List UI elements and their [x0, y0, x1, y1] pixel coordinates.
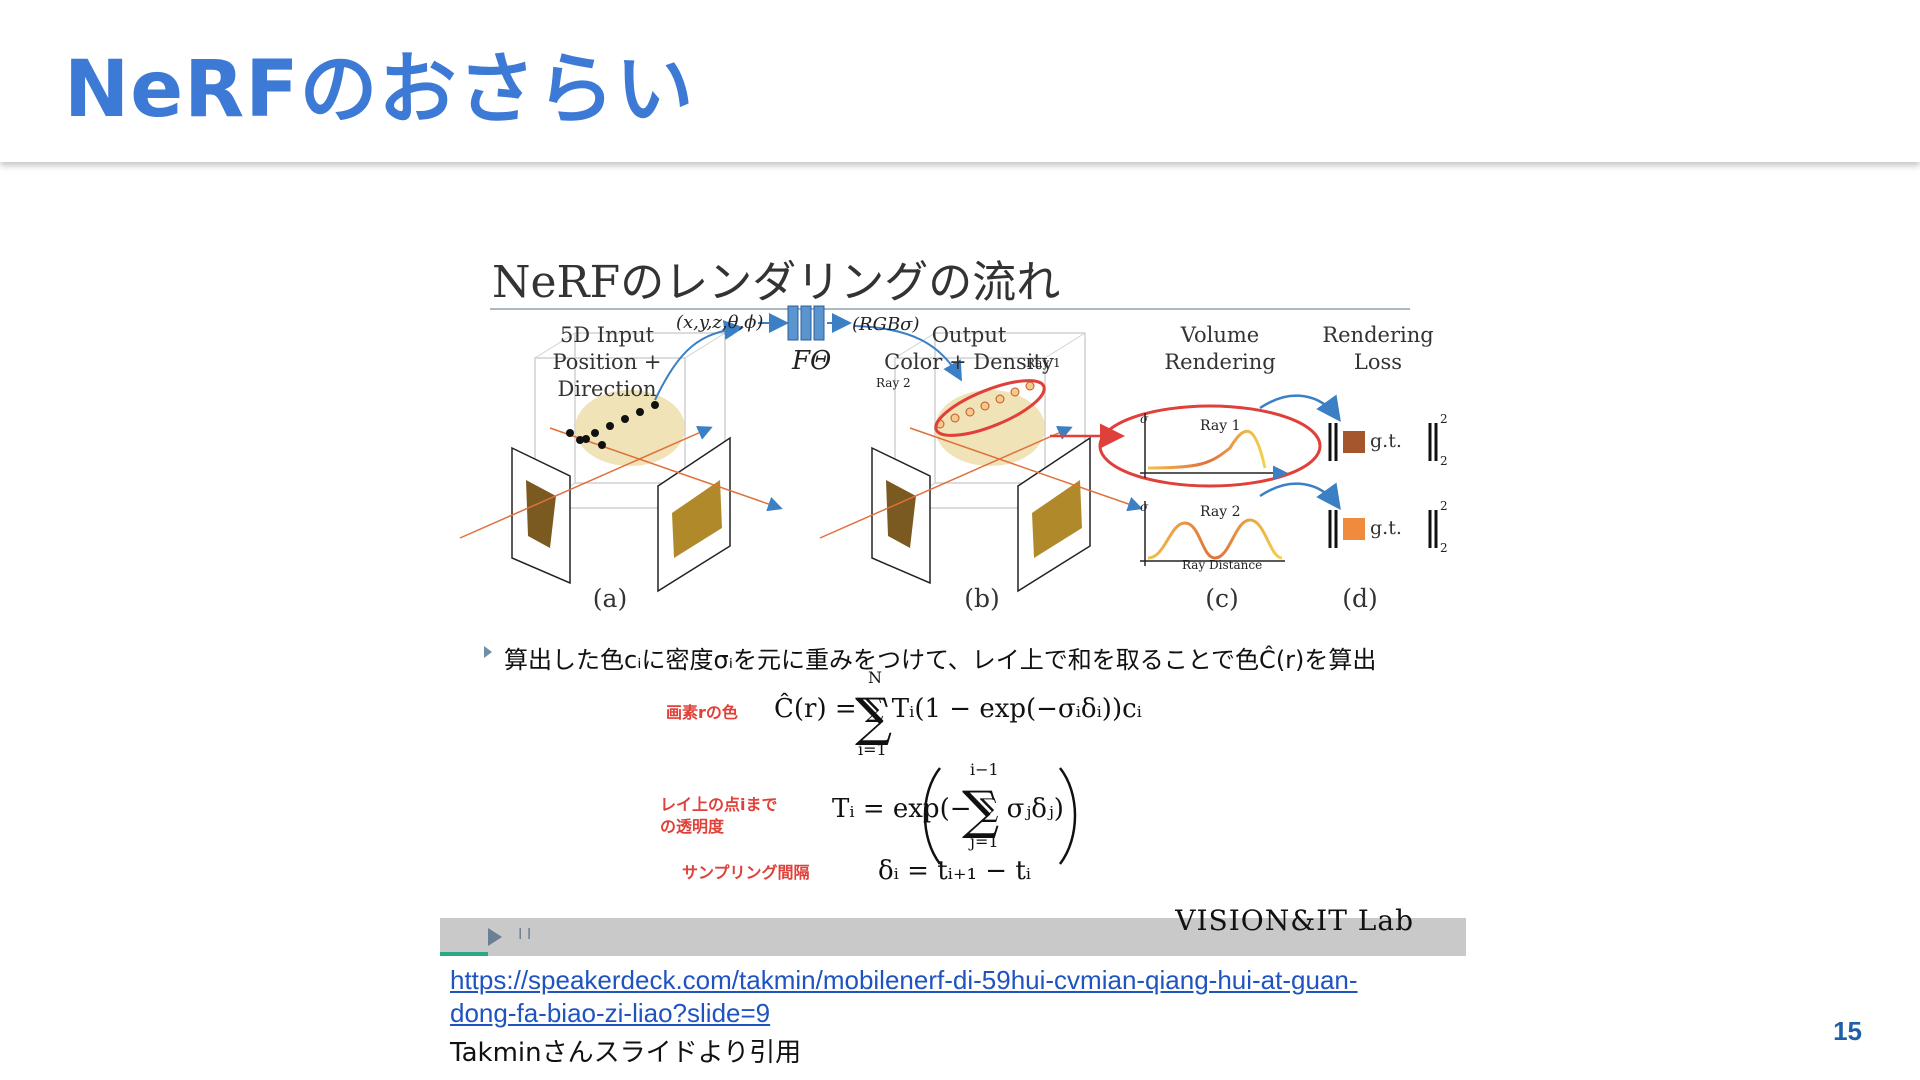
gt-label-1: g.t.: [1370, 430, 1402, 452]
explanation-bullet: 算出した色cᵢに密度σᵢを元に重みをつけて、レイ上で和を取ることで色Ĉ(r)を算…: [484, 640, 1377, 675]
play-icon[interactable]: [488, 928, 502, 946]
ray2-density-curve: [1147, 518, 1283, 560]
slide-header: NeRFのおさらい: [0, 0, 1920, 162]
embedded-slide-title: NeRFのレンダリングの流れ: [492, 257, 1061, 308]
slide-title: NeRFのおさらい: [64, 45, 695, 135]
network-label: FΘ: [792, 346, 832, 376]
panel-b-scene: [819, 325, 1143, 593]
sum-symbol-1: ∑: [855, 688, 892, 748]
stage-loss-label: Rendering Loss: [1322, 323, 1434, 374]
equation-label-transmittance-line1: レイ上の点iまで: [660, 795, 778, 814]
bullet-triangle-icon: [484, 646, 492, 658]
stage-volume-label: Volume Rendering: [1164, 323, 1276, 374]
vision-it-lab-logo: VISION&IT Lab: [1175, 904, 1414, 937]
ray-distance-label: Ray Distance: [1182, 558, 1263, 572]
equation-label-transmittance-line2: の透明度: [660, 817, 725, 836]
ray-highlight-ellipse: [934, 379, 1046, 437]
predicted-color-square-1: [1343, 431, 1365, 453]
panel-d-loss: [1328, 423, 1438, 548]
stage-input-label: 5D Input Position + Direction: [552, 323, 662, 401]
embedded-slide-image: NeRFのレンダリングの流れ: [440, 228, 1466, 956]
player-progress[interactable]: [440, 952, 488, 956]
source-link[interactable]: https://speakerdeck.com/takmin/mobilener…: [450, 965, 1358, 1028]
network-block: [758, 305, 852, 341]
input-coords-label: (x,y,z,θ,ϕ): [676, 312, 764, 333]
panel-letter-b: (b): [964, 584, 1000, 613]
panel-letter-c: (c): [1205, 584, 1239, 613]
page-number: 15: [1833, 1016, 1862, 1046]
equation-color: Ĉ(r) = ∑ Tᵢ(1 − exp(−σᵢδᵢ))cᵢ: [774, 694, 1142, 724]
equation-label-pixel-color: 画素rの色: [666, 703, 738, 722]
norm-sub-2: 2: [1440, 541, 1448, 555]
norm-sup-2: 2: [1440, 499, 1448, 513]
paren-right: [1059, 767, 1077, 865]
panel-letter-a: (a): [592, 584, 628, 613]
panel-letter-d: (d): [1342, 584, 1378, 613]
player-extra-control[interactable]: I I: [518, 926, 532, 943]
sigma-label-1: σ: [1140, 412, 1149, 426]
paren-left: [923, 767, 941, 865]
norm-sub-1: 2: [1440, 454, 1448, 468]
equation-color-sum-top: N: [868, 668, 882, 687]
ray1-label-b: Ray 1: [1026, 356, 1061, 370]
equation-label-sampling: サンプリング間隔: [682, 863, 810, 882]
video-player-bar: I I: [440, 918, 1466, 956]
equation-transmittance: Tᵢ = exp(− ∑ σⱼδⱼ): [832, 794, 1064, 824]
source-note: Takminさんスライドより引用: [450, 1038, 802, 1068]
nerf-pipeline-diagram: ∑ ∑: [459, 305, 1438, 865]
panel-c-plots: [1098, 394, 1341, 566]
ray1-highlight-ellipse: [1098, 404, 1322, 488]
equation-transmittance-sum-top: i−1: [970, 760, 999, 779]
output-rgb-label: (RGBσ): [852, 314, 920, 335]
predicted-color-square-2: [1343, 518, 1365, 540]
sigma-label-2: σ: [1140, 500, 1149, 514]
explanation-text: 算出した色cᵢに密度σᵢを元に重みをつけて、レイ上で和を取ることで色Ĉ(r)を算…: [504, 646, 1377, 674]
norm-sup-1: 2: [1440, 412, 1448, 426]
ray2-label-b: Ray 2: [876, 376, 911, 390]
equation-label-transmittance: レイ上の点iまで の透明度: [660, 794, 778, 838]
ray1-density-curve: [1147, 429, 1267, 470]
equation-transmittance-sum-bottom: j=1: [970, 832, 999, 851]
ray2-label-c: Ray 2: [1200, 504, 1241, 520]
gt-label-2: g.t.: [1370, 517, 1402, 539]
panel-a-scene: [459, 320, 783, 593]
equation-sampling: δᵢ = tᵢ₊₁ − tᵢ: [878, 856, 1032, 886]
sum-symbol-2: ∑: [962, 781, 999, 841]
equation-color-sum-bottom: i=1: [858, 740, 887, 759]
ray1-label-c: Ray 1: [1200, 418, 1241, 434]
stage-output-label: Output Color + Density: [884, 323, 1054, 374]
title-divider: [490, 308, 1410, 310]
